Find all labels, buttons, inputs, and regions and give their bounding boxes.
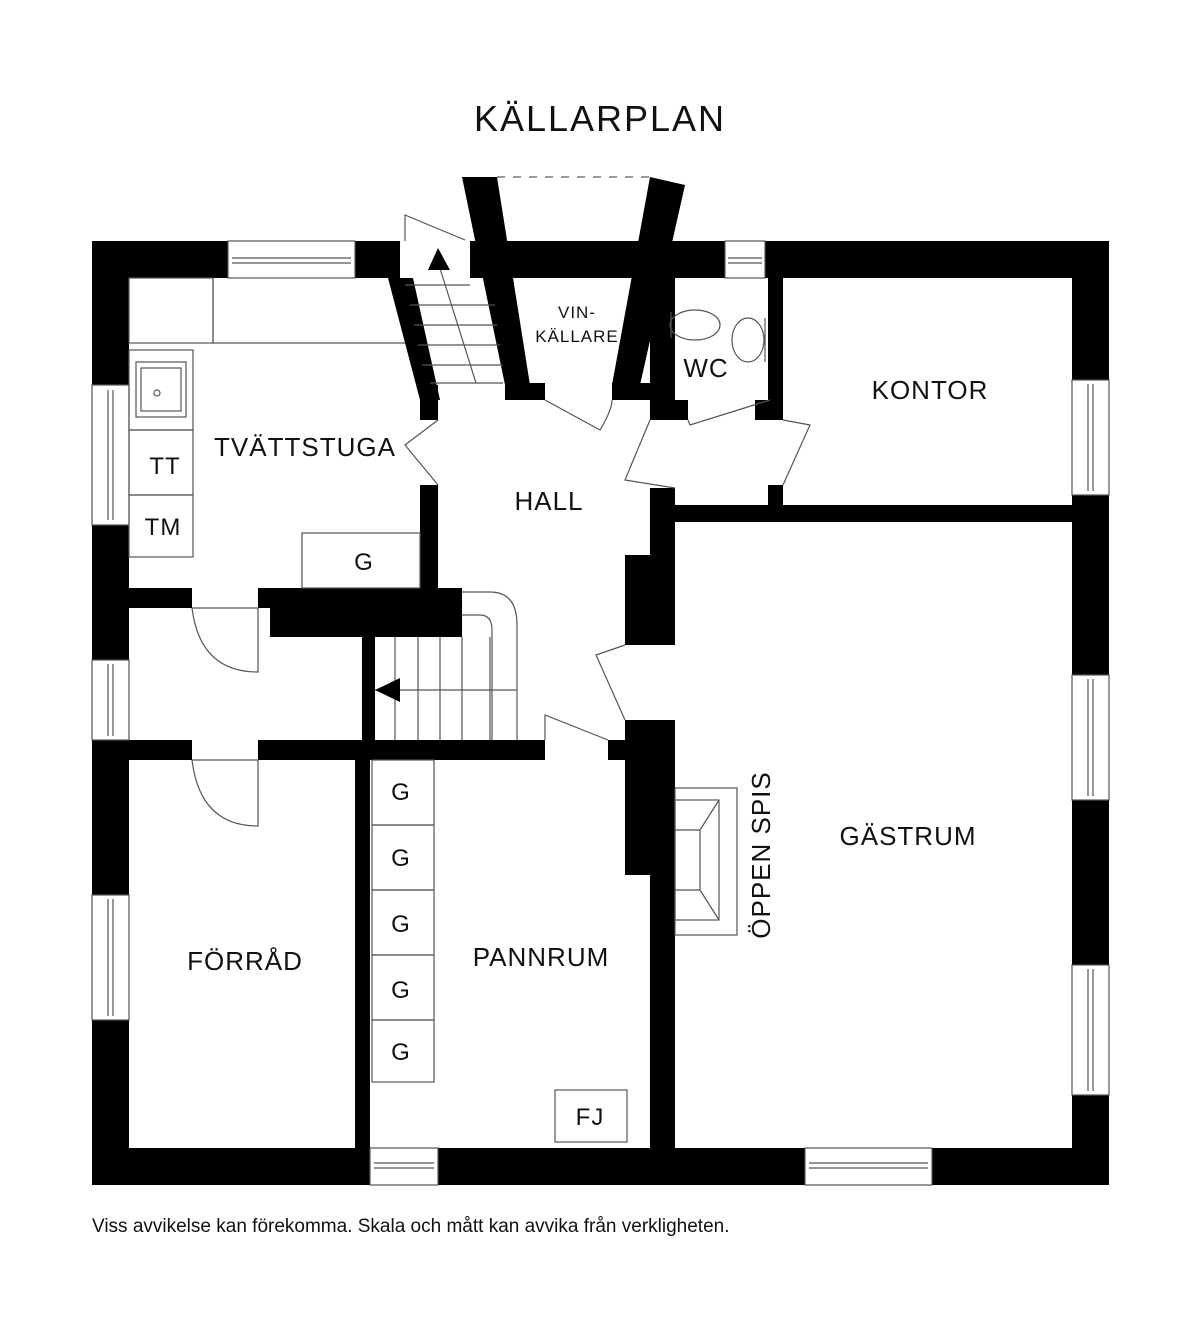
plan-title: KÄLLARPLAN: [473, 98, 727, 139]
arrow-up-icon: [428, 248, 450, 270]
fixture-g: G: [391, 845, 411, 872]
room-gastrum: GÄSTRUM: [840, 821, 977, 851]
room-vinkallare-line1: VIN-: [558, 303, 596, 322]
room-pannrum: PANNRUM: [473, 942, 610, 972]
fixture-g: G: [391, 977, 411, 1004]
fixtures-lines: [128, 214, 811, 1143]
room-forrad: FÖRRÅD: [187, 946, 303, 976]
room-hall: HALL: [514, 486, 583, 516]
fixture-g: G: [391, 911, 411, 938]
fixture-labels: TT TM G G G G G G FJ: [145, 453, 605, 1131]
stair-arrows: [375, 248, 450, 702]
fixture-g: G: [354, 549, 374, 576]
room-labels: TVÄTTSTUGA VIN- KÄLLARE WC KONTOR HALL G…: [187, 303, 989, 976]
windows: [91, 240, 1110, 1186]
walls: [92, 177, 1109, 1185]
room-tvattstuga: TVÄTTSTUGA: [214, 432, 396, 462]
fireplace-label: ÖPPEN SPIS: [746, 771, 776, 939]
fixture-fj: FJ: [576, 1104, 605, 1131]
fixture-tm: TM: [145, 514, 182, 541]
room-vinkallare-line2: KÄLLARE: [535, 327, 619, 346]
room-wc: WC: [683, 353, 728, 383]
fixture-g: G: [391, 779, 411, 806]
disclaimer: Viss avvikelse kan förekomma. Skala och …: [92, 1216, 730, 1237]
arrow-left-icon: [375, 678, 400, 702]
fixture-tt: TT: [149, 453, 180, 480]
room-kontor: KONTOR: [872, 375, 989, 405]
fixture-g: G: [391, 1039, 411, 1066]
